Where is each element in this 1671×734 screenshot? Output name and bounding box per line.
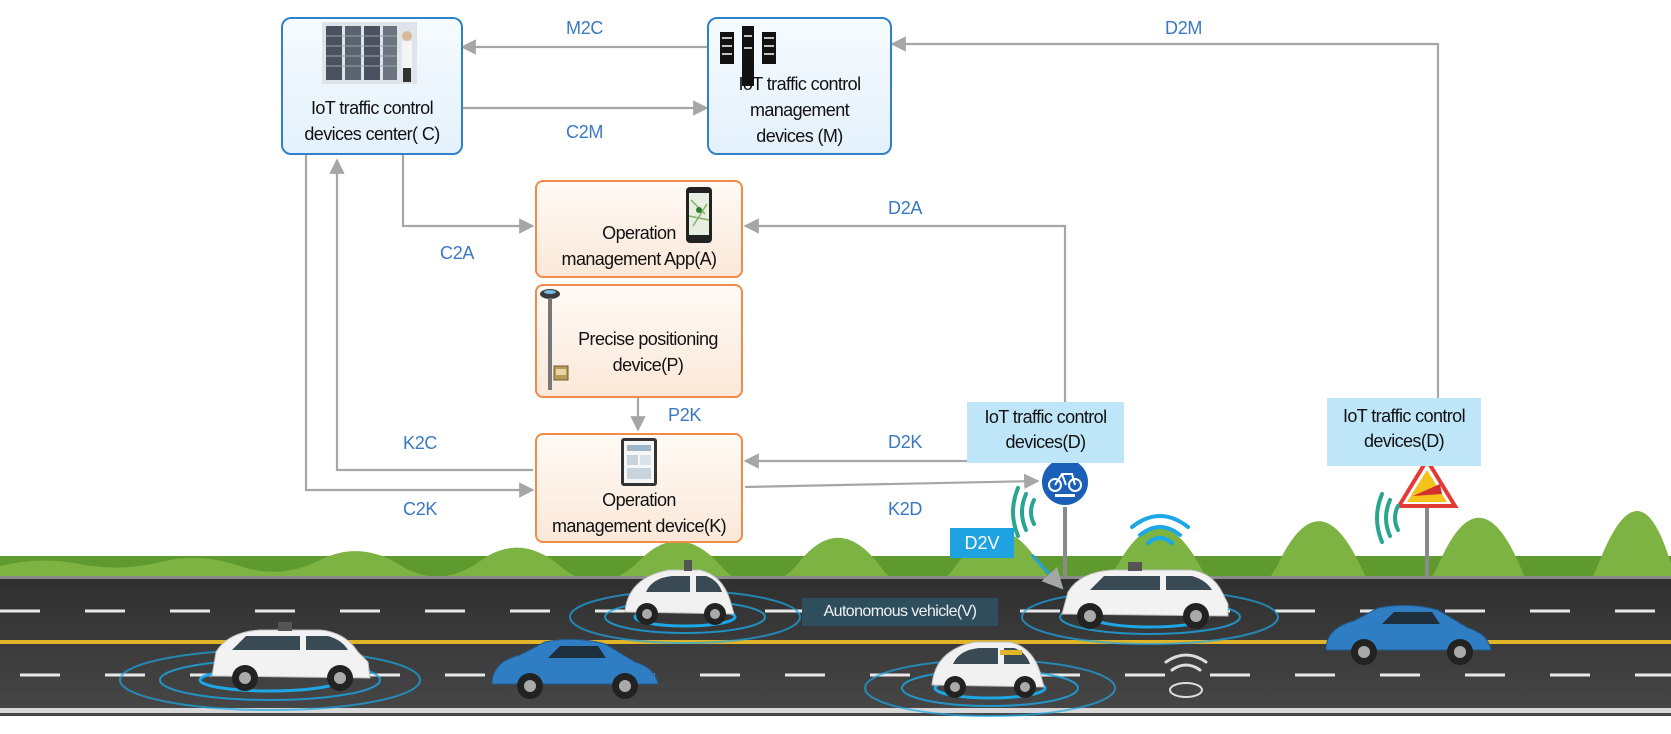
link-label-d2k: D2K (888, 432, 923, 452)
blue-hatchback (1325, 604, 1492, 665)
operation-device-label: Operation management device(K) (551, 490, 727, 536)
link-label-d2m: D2M (1165, 18, 1203, 38)
smartphone-icon (686, 187, 712, 243)
arrow-k2c (329, 158, 533, 472)
server-rack-icon (322, 22, 417, 84)
warning-sign-post (1375, 456, 1459, 577)
link-label-c2k: C2K (403, 499, 438, 519)
arrow-d2v (1030, 553, 1064, 590)
arrow-k2d (744, 473, 1040, 489)
link-label-m2c: M2C (566, 18, 604, 38)
autonomous-minivan (1061, 562, 1229, 629)
link-label-k2d: K2D (888, 499, 923, 519)
autonomous-pod-car (931, 641, 1045, 698)
center-line (0, 640, 1671, 644)
link-label-k2c: K2C (403, 433, 438, 453)
gnss-receiver-icon (540, 289, 569, 390)
arrow-c2k (304, 152, 535, 498)
operation-app-label: Operation management App(A) (561, 223, 718, 269)
wifi-signal-icon (1130, 514, 1190, 545)
devices-center-label: IoT traffic control devices center( C) (304, 98, 440, 144)
road-edge-top (0, 576, 1671, 579)
wifi-signal-icon (1164, 653, 1208, 698)
arrow-d2a (743, 218, 1067, 458)
link-label-d2a: D2A (888, 198, 923, 218)
antenna-tower-icon (720, 26, 776, 86)
positioning-device-node: Precise positioning device(P) (535, 284, 743, 398)
link-label-p2k: P2K (668, 405, 702, 425)
d2v-badge: D2V (950, 528, 1014, 558)
autonomous-minivan (211, 622, 371, 691)
connection-arrows (304, 36, 1440, 498)
autonomous-pod-car (624, 560, 735, 625)
management-devices-label: IoT traffic control management devices (… (739, 74, 862, 146)
road-edge-bottom (0, 708, 1671, 713)
positioning-device-label: Precise positioning device(P) (578, 329, 718, 375)
management-devices-node: IoT traffic control management devices (… (707, 17, 892, 155)
tablet-icon (621, 438, 657, 486)
arrow-c2a (401, 152, 535, 234)
link-label-c2a: C2A (440, 243, 475, 263)
road-scene (0, 510, 1671, 717)
link-label-c2m: C2M (566, 122, 604, 142)
autonomous-vehicle-label: Autonomous vehicle(V) (802, 598, 998, 626)
field-device-label-warning: IoT traffic control devices(D) (1327, 398, 1481, 466)
field-device-label-bicycle: IoT traffic control devices(D) (967, 402, 1124, 463)
arrow-d2m (890, 36, 1440, 400)
blue-hatchback (491, 638, 659, 699)
